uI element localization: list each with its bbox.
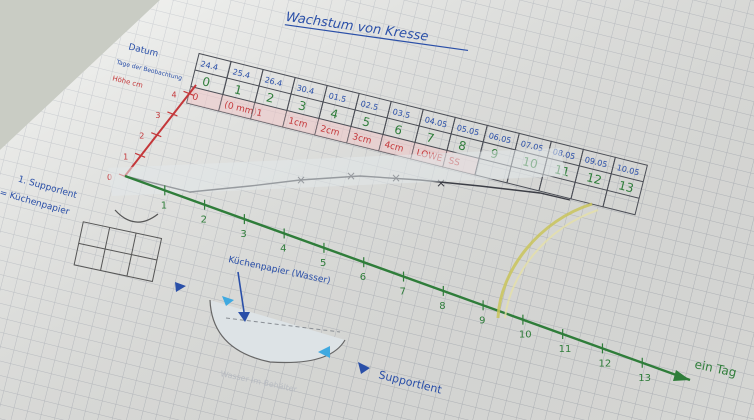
sketch-paper-grid (73, 221, 163, 283)
table-day: 7 (425, 130, 436, 145)
table-height: 1 (255, 108, 263, 119)
table-day: 3 (297, 98, 308, 113)
table-day: 13 (617, 178, 635, 195)
height-axis-line (124, 84, 197, 177)
table-row-divider (194, 69, 644, 183)
cress-stem-highlight (504, 209, 599, 319)
x-tick-label: 2 (201, 215, 207, 226)
x-tick-label: 3 (240, 229, 246, 240)
bowl-pointer-head (238, 312, 250, 322)
x-tick-label: 4 (280, 243, 286, 254)
sketch-tray (114, 209, 159, 223)
table-date: 25.4 (232, 67, 251, 80)
table-date: 24.4 (200, 59, 219, 72)
time-axis-line (124, 174, 691, 382)
x-tick-label: 11 (559, 344, 572, 355)
y-tick-label: 4 (172, 90, 177, 99)
table-date: 30.4 (296, 83, 315, 96)
y-tick (167, 111, 178, 117)
plot-mark: × (436, 176, 446, 190)
table-day: 12 (585, 170, 603, 187)
x-tick-label: 8 (439, 301, 445, 312)
table-date: 02.5 (360, 99, 379, 112)
y-tick (151, 132, 162, 138)
water-drop-icon (222, 296, 234, 306)
table-date: 03.5 (392, 107, 411, 120)
table-date: 26.4 (264, 75, 283, 88)
table-day: 4 (329, 106, 340, 121)
table-height: 2cm (319, 124, 340, 138)
table-day: 1 (233, 82, 244, 97)
support-arrow-icon (358, 362, 370, 374)
bowl-pointer (237, 271, 245, 313)
x-tick-label: 7 (400, 287, 406, 298)
cress-stem (496, 202, 593, 319)
x-tick-label: 13 (638, 373, 651, 384)
table-height: 1cm (287, 116, 308, 130)
time-axis-arrow (673, 370, 690, 381)
table-date: 01.5 (328, 91, 347, 104)
tape-strip (108, 148, 566, 196)
table-day: 2 (265, 90, 276, 105)
height-axis: 0 1 2 3 4 (107, 84, 197, 182)
x-tick-label: 9 (479, 315, 485, 326)
x-tick-label: 12 (598, 358, 611, 369)
table-day: 0 (201, 74, 212, 89)
y-tick (183, 90, 194, 96)
water-drop-icon (318, 346, 330, 358)
y-tick (134, 152, 146, 158)
x-tick-label: 1 (161, 200, 167, 211)
table-day: 6 (393, 122, 404, 137)
y-tick-label: 3 (155, 111, 160, 120)
y-tick-label: 1 (123, 152, 128, 161)
table-row-divider (190, 86, 640, 199)
arrow-icon (175, 282, 186, 292)
table-height: 3cm (351, 132, 372, 146)
table-height: 4cm (383, 140, 404, 154)
x-tick-label: 10 (519, 330, 532, 341)
table-day: 5 (361, 114, 372, 129)
title-underline (284, 24, 469, 52)
table-column (602, 156, 648, 216)
water-line (225, 317, 341, 333)
x-tick-label: 5 (320, 258, 326, 269)
x-tick-label: 6 (360, 272, 366, 283)
table-height: 0 (191, 92, 199, 103)
y-tick-label: 2 (139, 132, 144, 141)
table-day: 8 (457, 138, 468, 153)
